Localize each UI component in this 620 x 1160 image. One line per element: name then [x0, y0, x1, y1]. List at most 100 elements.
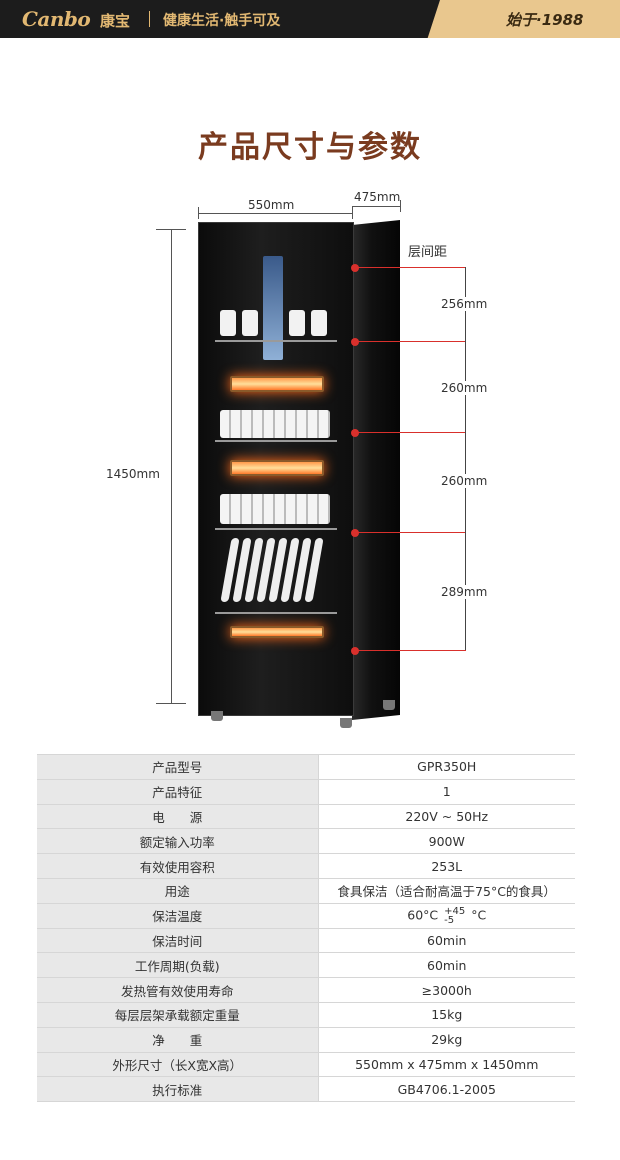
shelf-marker	[351, 264, 359, 272]
control-panel	[263, 256, 283, 360]
spec-value: 550mm x 475mm x 1450mm	[317, 1051, 575, 1078]
cup-rack	[215, 328, 337, 342]
spec-value: 29kg	[317, 1026, 575, 1053]
height-tick-top	[156, 229, 186, 230]
bowl-rack	[215, 428, 337, 442]
shelf-guide-line	[356, 532, 466, 533]
spec-value: 1	[317, 778, 575, 805]
spec-label: 保洁温度	[37, 902, 318, 929]
spec-value: 60min	[317, 952, 575, 979]
spec-value: GPR350H	[317, 754, 575, 780]
spacing-value: 256mm	[441, 297, 488, 311]
spacing-value: 260mm	[441, 474, 488, 488]
heating-tube	[230, 626, 324, 638]
table-row: 发热管有效使用寿命≥3000h	[37, 977, 575, 1003]
brand-slogan: 健康生活·触手可及	[163, 13, 281, 29]
spec-label: 保洁时间	[37, 927, 318, 954]
tol-plus: +45	[444, 905, 466, 917]
spec-value: 60min	[317, 927, 575, 954]
width-tick-left	[198, 207, 199, 219]
heating-tube	[230, 460, 324, 476]
spacing-value: 260mm	[441, 381, 488, 395]
table-row: 外形尺寸（长X宽X高）550mm x 475mm x 1450mm	[37, 1051, 575, 1078]
cabinet-foot	[383, 700, 395, 710]
depth-dimension-line	[352, 206, 400, 207]
cabinet-foot	[340, 718, 352, 728]
shelf-guide-line	[356, 432, 466, 433]
spec-value: 220V ~ 50Hz	[317, 803, 575, 830]
temp-unit: °C	[471, 907, 487, 923]
spacing-title: 层间距	[408, 245, 448, 260]
spec-label: 发热管有效使用寿命	[37, 977, 318, 1003]
spec-value: 253L	[317, 853, 575, 879]
page-title: 产品尺寸与参数	[198, 130, 422, 165]
shelf-guide-line	[356, 267, 466, 268]
depth-tick-right	[400, 200, 401, 212]
temp-base: 60°C	[407, 907, 439, 923]
bowl-rack	[215, 516, 337, 530]
table-row: 保洁温度 60°C +45-5 °C	[37, 902, 575, 929]
width-label: 550mm	[248, 198, 295, 212]
cup	[311, 310, 327, 336]
cup	[220, 310, 236, 336]
height-dimension-line	[171, 229, 172, 703]
spacing-axis	[465, 267, 466, 650]
shelf-guide-line	[356, 341, 466, 342]
spec-label: 净 重	[37, 1026, 318, 1053]
tol-minus: -5	[444, 914, 455, 926]
spec-value-temperature: 60°C +45-5 °C	[317, 902, 575, 929]
spec-label: 用途	[37, 877, 318, 904]
spacing-value: 289mm	[441, 585, 488, 599]
spec-value: 15kg	[317, 1001, 575, 1028]
spec-label: 外形尺寸（长X宽X高）	[37, 1051, 318, 1078]
bowls	[220, 494, 330, 524]
shelf-guide-line	[356, 650, 466, 651]
spec-label: 电 源	[37, 803, 318, 830]
bowls	[220, 410, 330, 438]
spec-value: 食具保洁（适合耐高温于75°C的食具）	[317, 877, 575, 904]
temp-tolerance: +45-5	[444, 905, 466, 926]
spec-label: 有效使用容积	[37, 853, 318, 879]
header-banner: Canbo 康宝 健康生活·触手可及 始于·1988	[0, 0, 620, 38]
spec-value: ≥3000h	[317, 977, 575, 1003]
plate-rack	[215, 600, 337, 614]
depth-label: 475mm	[354, 190, 401, 204]
shelf-marker	[351, 647, 359, 655]
spec-value: 900W	[317, 828, 575, 855]
brand-logo: Canbo	[22, 7, 91, 31]
table-row: 工作周期(负载)60min	[37, 952, 575, 979]
width-dimension-line	[198, 213, 352, 214]
shelf-marker	[351, 529, 359, 537]
header-separator	[149, 11, 150, 27]
spec-label: 工作周期(负载)	[37, 952, 318, 979]
spec-label: 每层层架承载额定重量	[37, 1001, 318, 1028]
brand-since: 始于·1988	[506, 11, 584, 29]
spec-label: 额定输入功率	[37, 828, 318, 855]
width-tick-right	[352, 207, 353, 219]
spec-label: 执行标准	[37, 1076, 318, 1103]
heating-tube	[230, 376, 324, 392]
spec-label: 产品型号	[37, 754, 318, 780]
cabinet-side	[352, 220, 400, 720]
cup	[242, 310, 258, 336]
table-row: 用途食具保洁（适合耐高温于75°C的食具）	[37, 877, 575, 904]
spec-value: GB4706.1-2005	[317, 1076, 575, 1103]
height-label: 1450mm	[106, 467, 160, 481]
height-tick-bottom	[156, 703, 186, 704]
brand-name-cn: 康宝	[100, 12, 131, 30]
shelf-marker	[351, 338, 359, 346]
spec-label: 产品特征	[37, 778, 318, 805]
shelf-marker	[351, 429, 359, 437]
cup	[289, 310, 305, 336]
cabinet-foot	[211, 711, 223, 721]
